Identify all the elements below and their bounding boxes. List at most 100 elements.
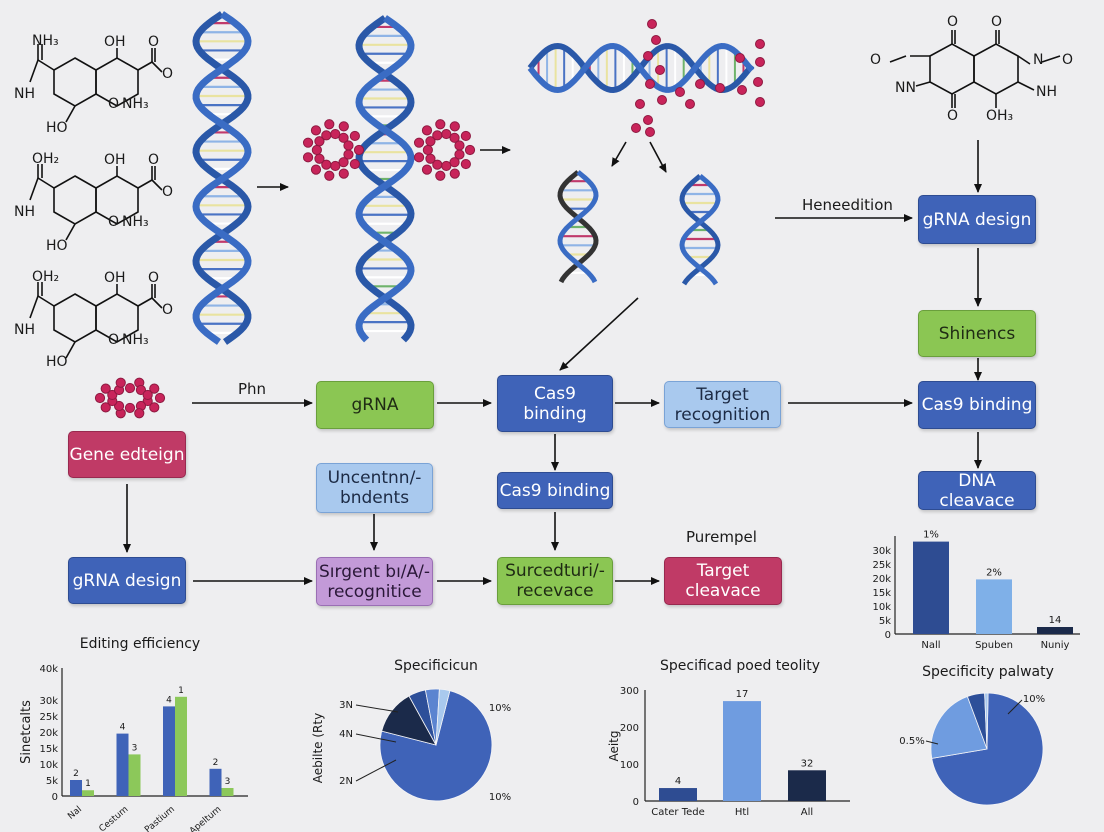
dna-helix-small-2 [679,174,721,286]
x-tick-label: Pastium [143,805,177,832]
slice-label: 10% [1023,694,1045,705]
data-label: 14 [1049,615,1062,626]
atom-label: N [1033,52,1044,68]
dna-helix-1 [192,11,252,345]
atom-label: O [148,270,160,286]
x-tick-label: All [801,807,813,818]
x-tick-label: Spuben [975,640,1013,651]
molecule-structure-2 [29,164,163,241]
data-label: 3 [225,777,231,787]
y-tick-label: 15k [39,744,58,755]
y-tick-label: 5k [46,776,58,787]
molecule-structure-3 [29,282,163,359]
x-tick-label: Apeltum [188,805,223,832]
pie-slice [984,692,989,750]
protein-cluster-right [413,119,476,181]
y-tick-label: 25k [39,712,58,723]
atom-label: NH₃ [122,96,149,112]
sirgent-recognitice-node: Sırgent bı/A/- recognitice [316,557,433,606]
y-tick-label: 20k [39,728,58,739]
dna-helix-2 [355,15,415,343]
purempel-label: Purempel [686,528,757,546]
chart-title-specificity-palwaty: Specificity palwaty [922,664,1054,680]
bar [175,696,187,796]
x-tick-label: Cater Tede [651,807,705,818]
y-tick-label: 30k [39,696,58,707]
atom-label: O [162,184,174,200]
y-tick-label: 20k [872,574,891,585]
atom-label: NH [1036,84,1057,100]
atom-label: NH₃ [122,332,149,348]
chart-title-specificad: Specificad poed teolity [659,658,821,674]
target-cleavace-node: Target cleavace [664,557,782,605]
y-tick-label: 0 [633,797,639,808]
surcedturi-recevace-node: Surcedturi/- recevace [497,557,613,605]
atom-label: NH [14,204,35,220]
molecule-structure-1 [29,44,163,123]
bar [116,733,129,796]
slice-label: 4N [339,729,353,740]
grna-design-right-node: gRNA design [918,195,1036,244]
shinencs-node: Shinencs [918,310,1036,357]
dna-helix-horizontal [527,42,755,94]
x-tick-label: Nuniy [1041,640,1070,651]
data-label: 2 [73,769,79,779]
atom-label: O [162,66,174,82]
bar [209,768,222,796]
atom-label: OH₂ [32,151,60,167]
y-tick-label: 15k [872,588,891,599]
bar [128,754,141,796]
protein-chain-top [631,19,765,137]
y-axis-label: Aeitg [607,730,621,761]
y-tick-label: 200 [620,723,639,734]
atom-label: NH₃ [32,33,59,49]
data-label: 32 [801,758,814,769]
flow-arrows [123,140,982,585]
leader-line [355,759,397,782]
atom-label: NH [14,86,35,102]
atom-label: HO [46,120,68,136]
y-tick-label: 10k [872,602,891,613]
atom-label: O [108,214,120,230]
phn-label: Phn [238,380,267,398]
slice-label: 10% [489,792,511,803]
atom-label: NN [895,80,916,96]
y-tick-label: 300 [620,686,639,697]
atom-label: OH₂ [32,269,60,285]
y-tick-label: 10k [39,760,58,771]
atom-label: O [991,14,1003,30]
x-tick-label: Htl [735,807,749,818]
bar [913,541,949,634]
chart-title-editing-efficiency: Editing efficiency [79,636,201,652]
slice-label: 2N [339,776,353,787]
bar [82,790,94,796]
specificity-pathway-pie-chart: 10% 0.5% [899,692,1045,806]
atom-label: O [162,302,174,318]
y-tick-label: 0 [52,792,58,803]
data-label: 3 [132,743,138,753]
slice-label: 0.5% [899,736,924,747]
atom-label: O [148,152,160,168]
atom-label: O [870,52,882,68]
data-label: 4 [166,695,172,705]
slice-label: 3N [339,700,353,711]
data-label: 2 [213,758,219,768]
atom-label: OH [104,34,126,50]
leader-line [355,733,397,743]
y-axis-label: Aebilte (Rty [311,713,325,783]
dna-cleavace-node: DNA cleavace [918,471,1036,511]
gene-editing-node: Gene edteign [68,431,186,478]
atom-label: OH₃ [986,108,1014,124]
pie-slice [435,688,451,746]
protein-cluster-left [302,119,365,181]
y-tick-label: 40k [39,664,58,675]
y-axis-label: Sinetcalts [19,700,34,764]
leader-line [925,740,939,745]
x-tick-label: Nall [921,640,940,651]
y-tick-label: 5k [879,616,891,627]
y-tick-label: 0 [885,630,891,641]
cas9-binding-node: Cas9 binding [497,375,613,432]
atom-label: O [148,34,160,50]
